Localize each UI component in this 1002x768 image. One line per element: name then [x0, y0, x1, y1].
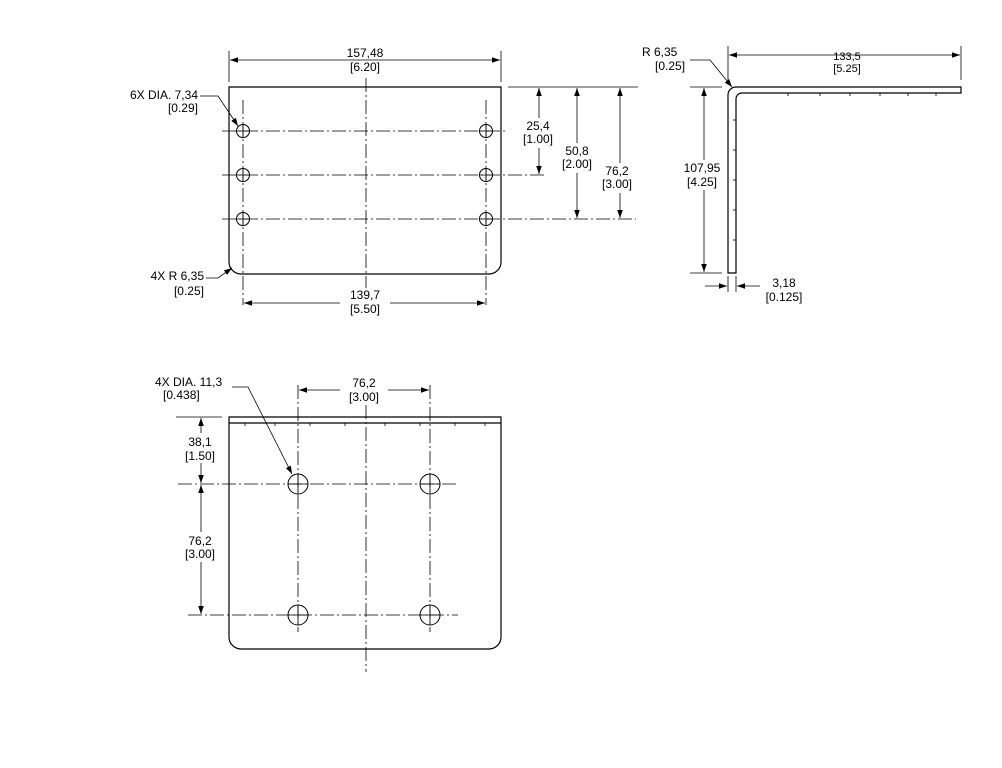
hole-pitch-in: [3.00] [185, 547, 215, 561]
hole-row-1-in: [1.00] [523, 132, 553, 146]
overall-width-in: [6.20] [350, 60, 380, 74]
hole [236, 124, 250, 138]
thickness-mm: 3,18 [772, 276, 796, 290]
corner-radius-mm: 4X R 6,35 [151, 269, 205, 283]
thickness-in: [0.125] [766, 290, 803, 304]
bend-radius-in: [0.25] [655, 59, 685, 73]
hole [419, 473, 441, 495]
hole-spacing-mm: 76,2 [352, 376, 376, 390]
hole [236, 212, 250, 226]
hole-callout-mm: 6X DIA. 7,34 [130, 88, 198, 102]
bend-ticks [244, 423, 486, 426]
hole-row-3-mm: 76,2 [605, 164, 629, 178]
hole-callout-in: [0.438] [163, 388, 200, 402]
hole [419, 604, 441, 626]
hole-spacing-mm: 139,7 [350, 288, 380, 302]
hole-row-2-in: [2.00] [562, 157, 592, 171]
bottom-plate-outline [228, 416, 502, 650]
flange-length-mm: 133,5 [833, 51, 861, 63]
hole [287, 604, 309, 626]
hole-spacing-in: [5.50] [350, 302, 380, 316]
bottom-view: 4X DIA. 11,3 [0.438] 76,2 [3.00] 38,1 [1… [155, 375, 502, 672]
corner-radius-in: [0.25] [174, 284, 204, 298]
side-profile-outline [727, 86, 962, 274]
hole-callout-leader [200, 95, 239, 127]
top-plate-outline [228, 86, 502, 275]
hole [479, 124, 493, 138]
hole [479, 168, 493, 182]
leg-height-in: [4.25] [687, 175, 717, 189]
bend-radius-leader [690, 59, 733, 88]
edge-offset-in: [1.50] [185, 449, 215, 463]
hole-pitch-mm: 76,2 [188, 534, 212, 548]
flange-ticks [787, 93, 937, 96]
hole [236, 168, 250, 182]
hole [287, 473, 309, 495]
hole-row-2-mm: 50,8 [565, 144, 589, 158]
hole-callout-mm: 4X DIA. 11,3 [155, 375, 222, 389]
side-view: R 6,35 [0.25] 133,5 [5.25] 107,95 [4.25]… [642, 45, 962, 304]
hole-callout-in: [0.29] [168, 101, 198, 115]
corner-radius-leader [206, 267, 233, 279]
hole-spacing-in: [3.00] [349, 390, 379, 404]
edge-offset-mm: 38,1 [188, 435, 212, 449]
hole [479, 212, 493, 226]
flange-length-in: [5.25] [833, 63, 861, 75]
hole-row-3-in: [3.00] [602, 177, 632, 191]
leg-ticks [733, 119, 736, 241]
top-view: 157,48 [6.20] 6X DIA. 7,34 [0.29] 25,4 [… [130, 46, 640, 318]
leg-height-mm: 107,95 [684, 161, 721, 175]
bend-radius-mm: R 6,35 [642, 45, 678, 59]
hole-row-1-mm: 25,4 [526, 119, 550, 133]
hole-callout-leader [232, 386, 293, 475]
overall-width-mm: 157,48 [347, 46, 384, 60]
